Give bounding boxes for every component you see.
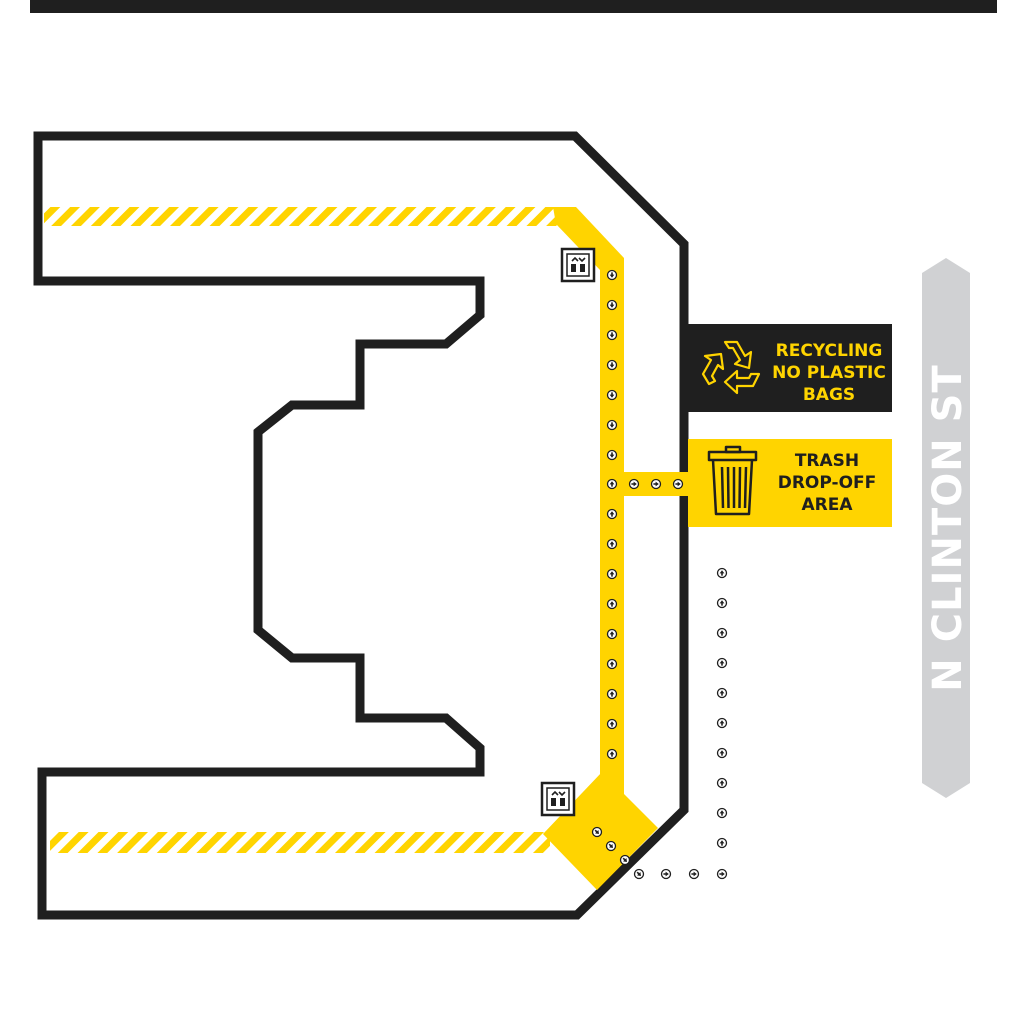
recycling-sign-line-1: RECYCLING [776, 341, 883, 361]
hatched-corridor-top [44, 207, 559, 226]
trash-sign-line-3: AREA [801, 495, 853, 515]
arrow-icon [716, 597, 728, 609]
street-label: N CLINTON ST [922, 258, 971, 798]
arrow-icon [606, 449, 618, 461]
arrow-icon [716, 868, 728, 880]
elevator-icon [540, 781, 576, 817]
recycling-sign: RECYCLING NO PLASTIC BAGS [686, 324, 892, 412]
arrow-icon [660, 868, 672, 880]
arrow-icon [606, 478, 618, 490]
street-name: N CLINTON ST [925, 364, 971, 691]
route-arrows [591, 269, 728, 880]
arrow-icon [591, 826, 603, 838]
arrow-icon [633, 868, 645, 880]
arrow-icon [619, 854, 631, 866]
arrow-icon [716, 807, 728, 819]
trash-sign-line-1: TRASH [795, 451, 859, 471]
trash-sign-line-2: DROP-OFF [778, 473, 877, 493]
arrow-icon [672, 478, 684, 490]
arrow-icon [606, 269, 618, 281]
arrow-icon [606, 688, 618, 700]
hatched-corridor-bottom [50, 832, 550, 853]
arrow-icon [606, 718, 618, 730]
arrow-icon [688, 868, 700, 880]
arrow-icon [716, 657, 728, 669]
arrow-icon [606, 598, 618, 610]
building-outline [33, 131, 689, 920]
top-border-bar [30, 0, 997, 13]
arrow-icon [650, 478, 662, 490]
arrow-icon [606, 658, 618, 670]
arrow-icon [716, 567, 728, 579]
arrow-icon [716, 687, 728, 699]
arrow-icon [606, 299, 618, 311]
route-upper-diagonal [553, 207, 624, 270]
arrow-icon [716, 627, 728, 639]
arrow-icon [606, 389, 618, 401]
arrow-icon [606, 359, 618, 371]
arrow-icon [716, 747, 728, 759]
arrow-icon [605, 840, 617, 852]
arrow-icon [606, 748, 618, 760]
trash-sign: TRASH DROP-OFF AREA [688, 439, 892, 527]
route-vertical-path [600, 262, 624, 794]
arrow-icon [606, 538, 618, 550]
arrow-icon [606, 329, 618, 341]
arrow-icon [606, 508, 618, 520]
recycling-sign-line-2: NO PLASTIC [772, 363, 886, 383]
arrow-icon [716, 717, 728, 729]
arrow-icon [606, 568, 618, 580]
arrow-icon [716, 777, 728, 789]
recycling-sign-line-3: BAGS [803, 385, 855, 405]
trash-can-icon [707, 445, 758, 516]
arrow-icon [716, 837, 728, 849]
arrow-icon [606, 628, 618, 640]
elevator-icon [560, 247, 596, 283]
recycle-icon [701, 340, 761, 395]
arrow-icon [628, 478, 640, 490]
arrow-icon [606, 419, 618, 431]
